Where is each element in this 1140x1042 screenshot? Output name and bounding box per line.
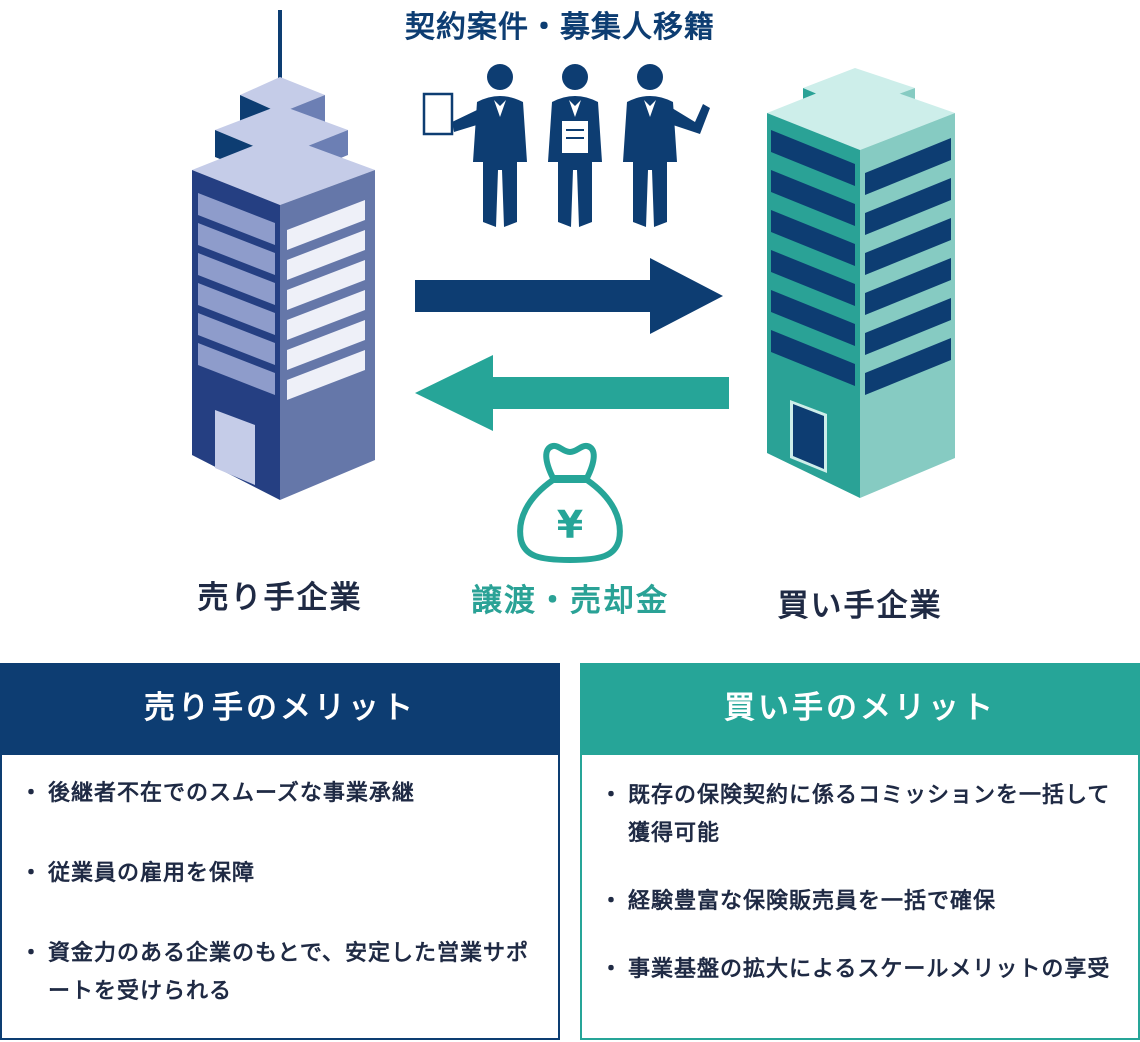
list-item: ・事業基盤の拡大によるスケールメリットの享受 (600, 951, 1122, 989)
bullet-icon: ・ (600, 957, 624, 982)
buyer-building-icon (767, 68, 955, 498)
list-item-text: 後継者不在でのスムーズな事業承継 (48, 781, 415, 806)
list-item-text: 既存の保険契約に係るコミッションを一括して獲得可能 (628, 783, 1111, 846)
list-item-text: 事業基盤の拡大によるスケールメリットの享受 (628, 957, 1111, 982)
seller-merits-title: 売り手のメリット (0, 663, 560, 755)
money-bag-icon: ¥ (517, 442, 623, 563)
seller-merits-list: ・後継者不在でのスムーズな事業承継 ・従業員の雇用を保障 ・資金力のある企業のも… (2, 755, 558, 1011)
seller-company-label: 売り手企業 (197, 580, 363, 616)
list-item: ・経験豊富な保険販売員を一括で確保 (600, 883, 1122, 921)
seller-building-icon (192, 10, 375, 500)
bullet-icon: ・ (20, 861, 44, 886)
buyer-merits-title: 買い手のメリット (580, 663, 1140, 755)
bullet-icon: ・ (20, 941, 44, 966)
transfer-items-label: 契約案件・募集人移籍 (405, 10, 715, 45)
list-item-text: 資金力のある企業のもとで、安定した営業サポートを受けられる (48, 941, 530, 1004)
list-item-text: 従業員の雇用を保障 (48, 861, 256, 886)
bullet-icon: ・ (600, 889, 624, 914)
transfer-money-label: 譲渡・売却金 (471, 583, 669, 619)
buyer-merits-panel: 買い手のメリット ・既存の保険契約に係るコミッションを一括して獲得可能 ・経験豊… (580, 663, 1140, 1040)
buyer-company-label: 買い手企業 (777, 588, 943, 624)
left-arrow-icon (415, 355, 729, 431)
bullet-icon: ・ (600, 783, 624, 808)
yen-symbol: ¥ (557, 503, 583, 547)
bullet-icon: ・ (20, 781, 44, 806)
list-item: ・資金力のある企業のもとで、安定した営業サポートを受けられる (20, 935, 542, 1011)
seller-merits-panel: 売り手のメリット ・後継者不在でのスムーズな事業承継 ・従業員の雇用を保障 ・資… (0, 663, 560, 1040)
list-item: ・従業員の雇用を保障 (20, 855, 542, 893)
right-arrow-icon (415, 258, 723, 334)
list-item-text: 経験豊富な保険販売員を一括で確保 (628, 889, 997, 914)
list-item: ・既存の保険契約に係るコミッションを一括して獲得可能 (600, 777, 1122, 853)
buyer-merits-list: ・既存の保険契約に係るコミッションを一括して獲得可能 ・経験豊富な保険販売員を一… (582, 755, 1138, 989)
business-people-icon (422, 64, 710, 227)
list-item: ・後継者不在でのスムーズな事業承継 (20, 775, 542, 813)
